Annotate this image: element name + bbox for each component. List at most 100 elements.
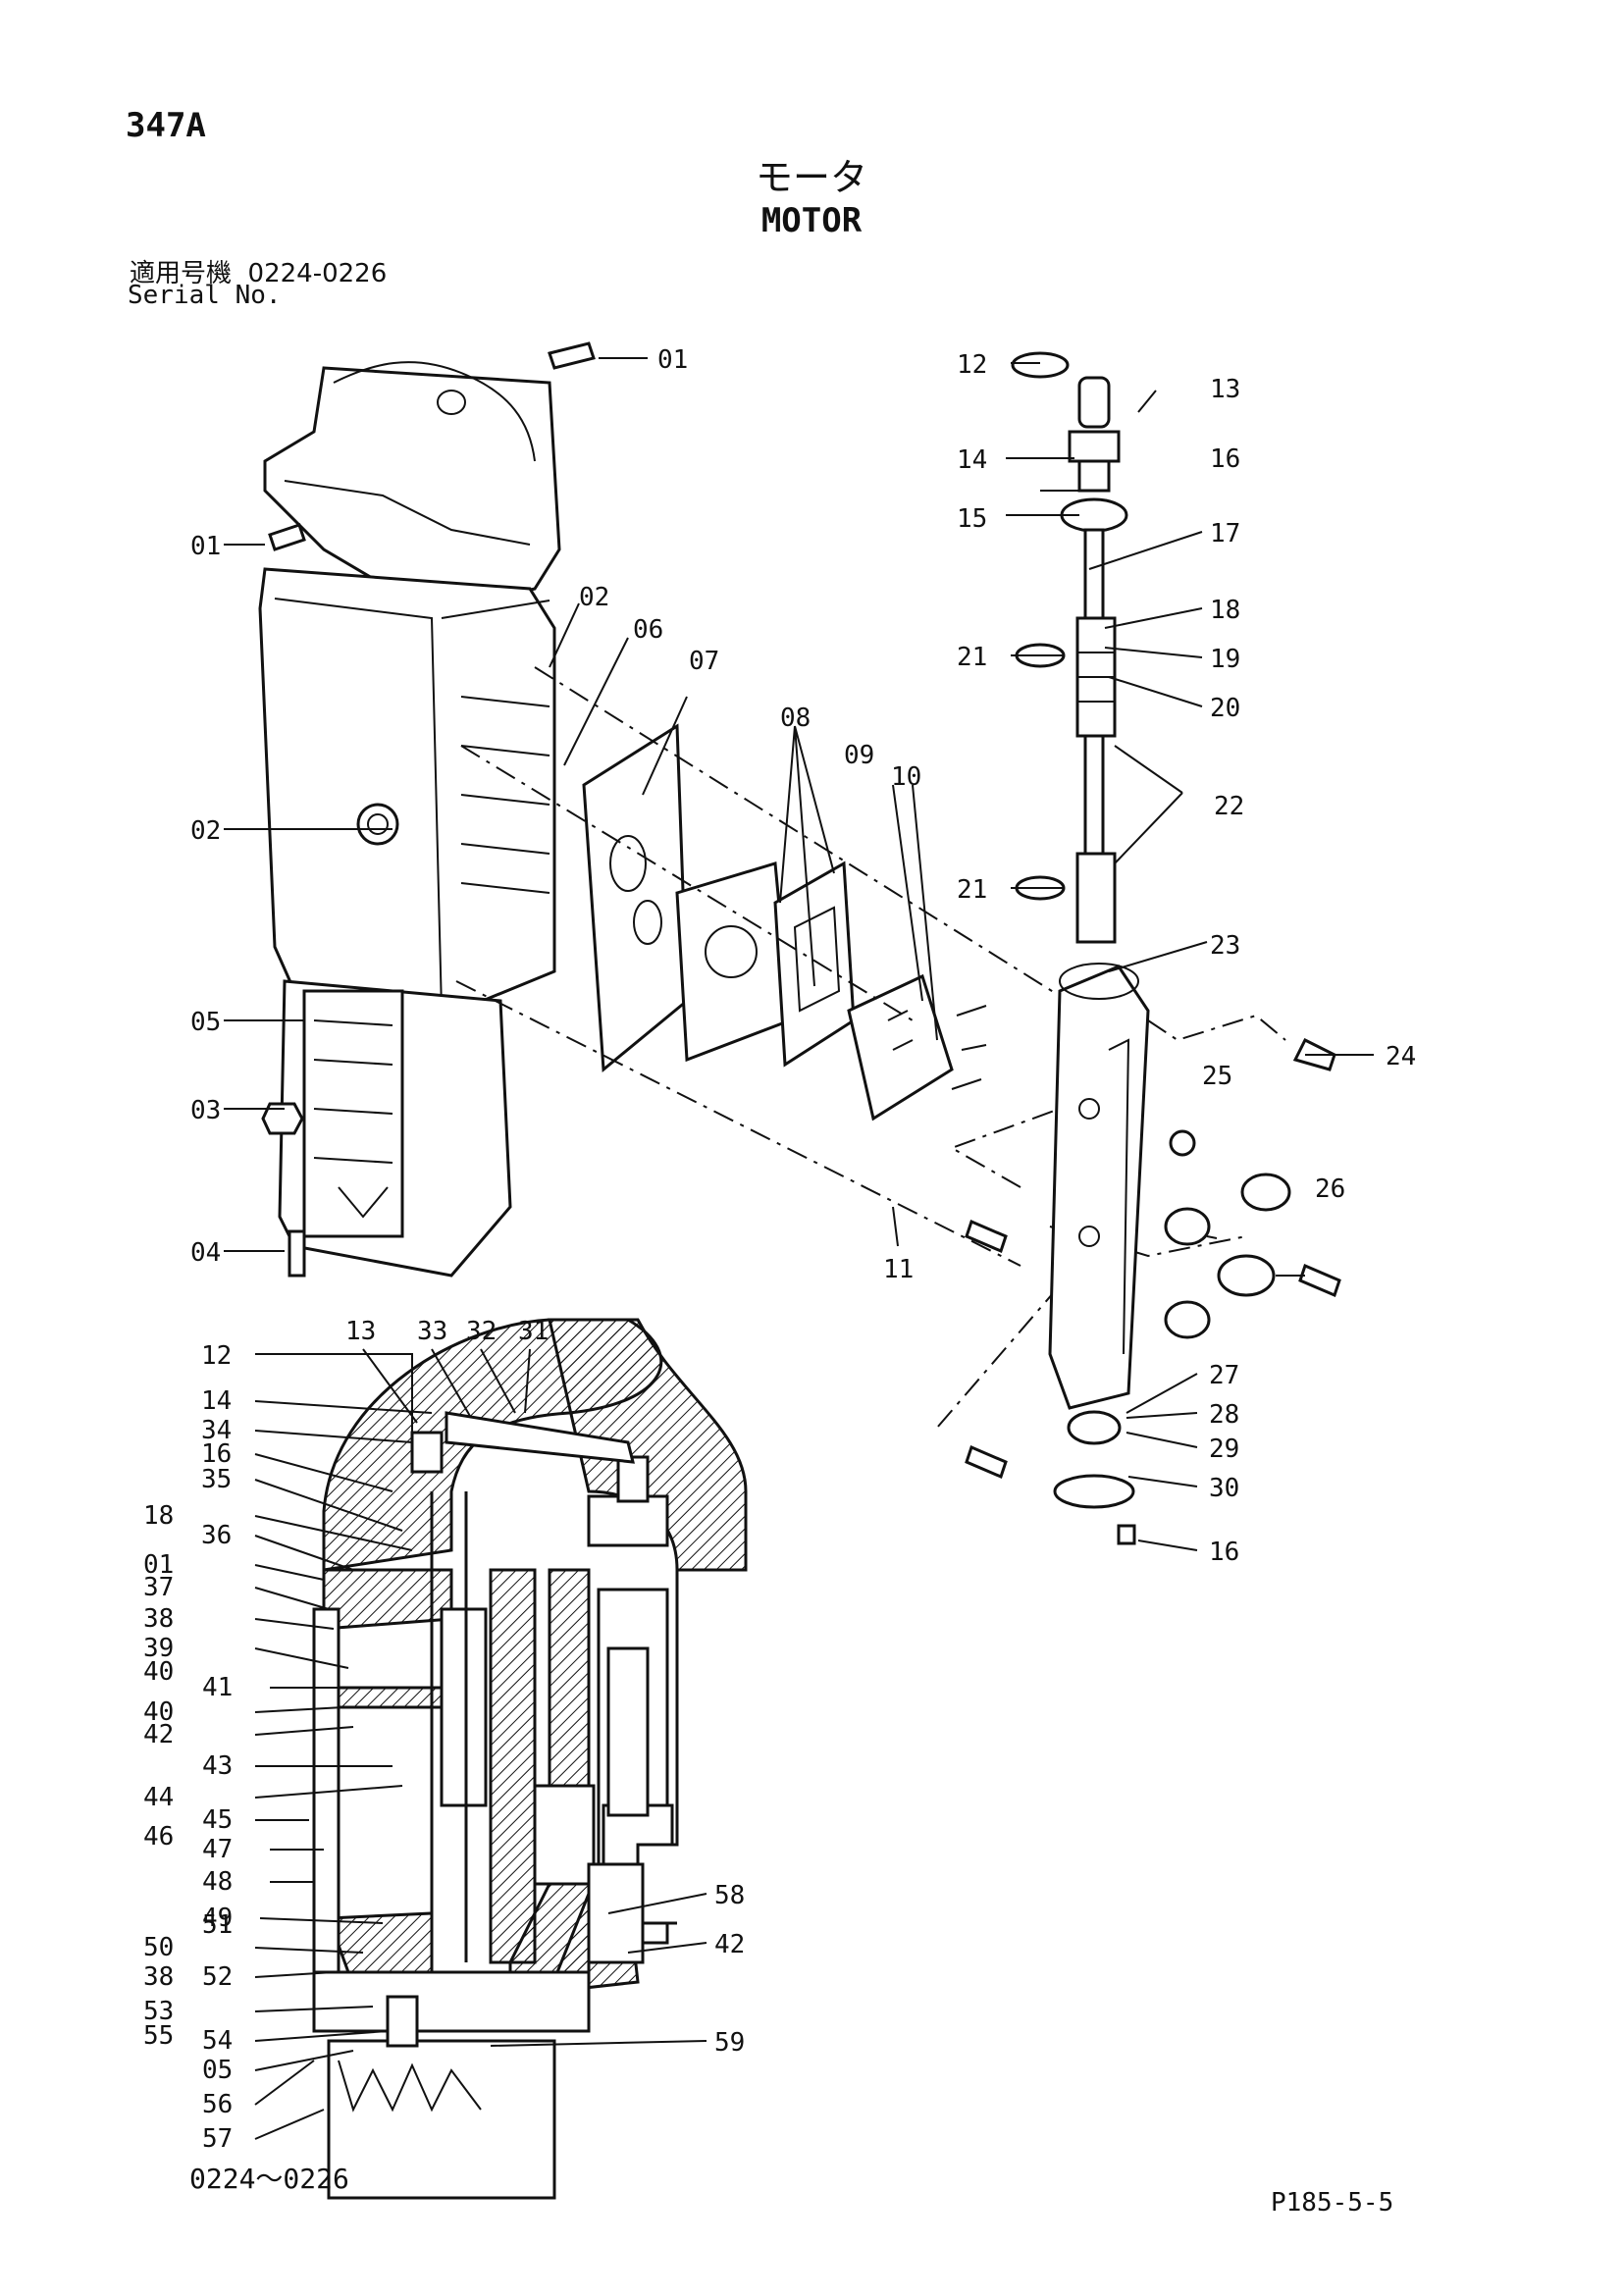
callout-number: 31 <box>518 1317 549 1346</box>
motor-body <box>258 567 556 1018</box>
callout-number: 37 <box>143 1573 174 1602</box>
callout-number: 48 <box>202 1867 233 1897</box>
title-english: MOTOR <box>760 201 863 240</box>
spool-shaft <box>1011 351 1128 944</box>
callout-number: 41 <box>202 1673 233 1702</box>
callout-number: 30 <box>1209 1474 1239 1503</box>
callout-number: 59 <box>714 2028 745 2058</box>
page-code: 347A <box>126 106 206 145</box>
callout-number: 49 <box>202 1904 233 1933</box>
callout-number: 38 <box>143 1962 174 1992</box>
serial-label-japanese: 適用号機 <box>130 259 233 288</box>
callout-number: 15 <box>957 504 987 534</box>
callout-number: 54 <box>202 2026 233 2056</box>
callout-number: 13 <box>345 1317 376 1346</box>
callout-number: 23 <box>1210 931 1240 961</box>
callout-number: 02 <box>579 583 609 612</box>
callout-number: 21 <box>957 643 987 672</box>
serial-range: 0224-0226 <box>247 259 388 288</box>
callout-number: 43 <box>202 1751 233 1781</box>
adapter-plate <box>675 861 792 1063</box>
callouts-section-left: 12 14 34 16 35 18 36 01 37 38 39 40 41 4… <box>143 1341 233 2154</box>
callout-number: 03 <box>190 1096 221 1125</box>
callout-number: 06 <box>633 615 663 645</box>
section-view <box>312 1318 748 2200</box>
callout-number: 12 <box>957 350 987 380</box>
callout-number: 53 <box>143 1997 174 2026</box>
title-japanese: モータ <box>755 156 867 199</box>
callout-number: 52 <box>202 1962 233 1992</box>
spring-plate <box>847 973 987 1122</box>
serial-label-english: Serial No. <box>128 281 282 310</box>
callout-number: 51 <box>202 1910 233 1940</box>
callout-number: 01 <box>190 532 221 561</box>
callout-number: 40 <box>143 1657 174 1687</box>
callout-number: 56 <box>202 2090 233 2119</box>
serial-line-japanese: 適用号機 0224-0226 <box>130 253 387 289</box>
footer-serial-range: 0224～0226 <box>189 2163 349 2195</box>
callout-number: 44 <box>143 1783 174 1812</box>
callout-number: 17 <box>1210 519 1240 548</box>
callout-number: 27 <box>1209 1361 1239 1390</box>
motor-base <box>278 979 512 1278</box>
callout-number: 01 <box>143 1550 174 1580</box>
callout-number: 20 <box>1210 694 1240 723</box>
callout-number: 25 <box>1202 1062 1232 1091</box>
callout-number: 34 <box>201 1416 232 1445</box>
centre-dashed-lines <box>455 666 1286 1429</box>
callout-number: 32 <box>466 1317 497 1346</box>
callout-number: 42 <box>714 1930 745 1959</box>
callout-number: 18 <box>1210 596 1240 625</box>
callout-number: 38 <box>143 1604 174 1634</box>
callout-number: 29 <box>1209 1435 1239 1464</box>
footer-page-ref: P185-5-5 <box>1271 2188 1394 2218</box>
callout-number: 16 <box>1209 1538 1239 1567</box>
callout-number: 45 <box>202 1805 233 1835</box>
callout-number: 01 <box>657 345 688 375</box>
callout-number: 40 <box>143 1697 174 1727</box>
callout-number: 24 <box>1386 1042 1416 1071</box>
valve-block <box>773 861 856 1068</box>
callout-number: 28 <box>1209 1400 1239 1430</box>
callout-number: 18 <box>143 1501 174 1531</box>
callout-number: 02 <box>190 816 221 846</box>
callout-number: 55 <box>143 2021 174 2051</box>
callout-number: 22 <box>1214 792 1244 821</box>
callout-number: 35 <box>201 1465 232 1494</box>
callout-number: 57 <box>202 2124 233 2154</box>
callout-number: 19 <box>1210 645 1240 674</box>
gasket-plate <box>582 723 689 1073</box>
callouts-upper: 01 01 02 02 06 07 08 09 10 11 05 03 04 1… <box>190 345 1416 1567</box>
callout-number: 12 <box>201 1341 232 1371</box>
callout-number: 33 <box>417 1317 447 1346</box>
callouts-section-right: 58 42 59 <box>714 1881 745 2058</box>
callout-number: 36 <box>201 1521 232 1550</box>
callout-number: 09 <box>844 741 874 770</box>
leader-lines <box>224 357 1374 2140</box>
callout-number: 16 <box>201 1439 232 1469</box>
small-bolts <box>261 341 596 1278</box>
callout-number: 21 <box>957 875 987 905</box>
callout-number: 07 <box>689 647 719 676</box>
callout-number: 58 <box>714 1881 745 1910</box>
callout-number: 05 <box>190 1008 221 1037</box>
callout-number: 10 <box>891 762 921 792</box>
callout-number: 26 <box>1315 1174 1345 1204</box>
callout-number: 16 <box>1210 444 1240 474</box>
callouts-section-top: 13 33 32 31 <box>345 1317 549 1346</box>
callout-number: 11 <box>883 1255 914 1284</box>
valve-housing <box>1048 963 1150 1410</box>
callout-number: 08 <box>780 704 811 733</box>
callout-number: 39 <box>143 1634 174 1663</box>
callout-number: 13 <box>1210 375 1240 404</box>
callout-number: 14 <box>201 1386 232 1416</box>
callout-number: 05 <box>202 2056 233 2085</box>
valve-fittings <box>965 1037 1341 1545</box>
callout-number: 47 <box>202 1835 233 1864</box>
callout-number: 46 <box>143 1822 174 1852</box>
callout-number: 04 <box>190 1238 221 1268</box>
callout-number: 50 <box>143 1933 174 1962</box>
callout-number: 14 <box>957 445 987 475</box>
callout-number: 42 <box>143 1720 174 1749</box>
